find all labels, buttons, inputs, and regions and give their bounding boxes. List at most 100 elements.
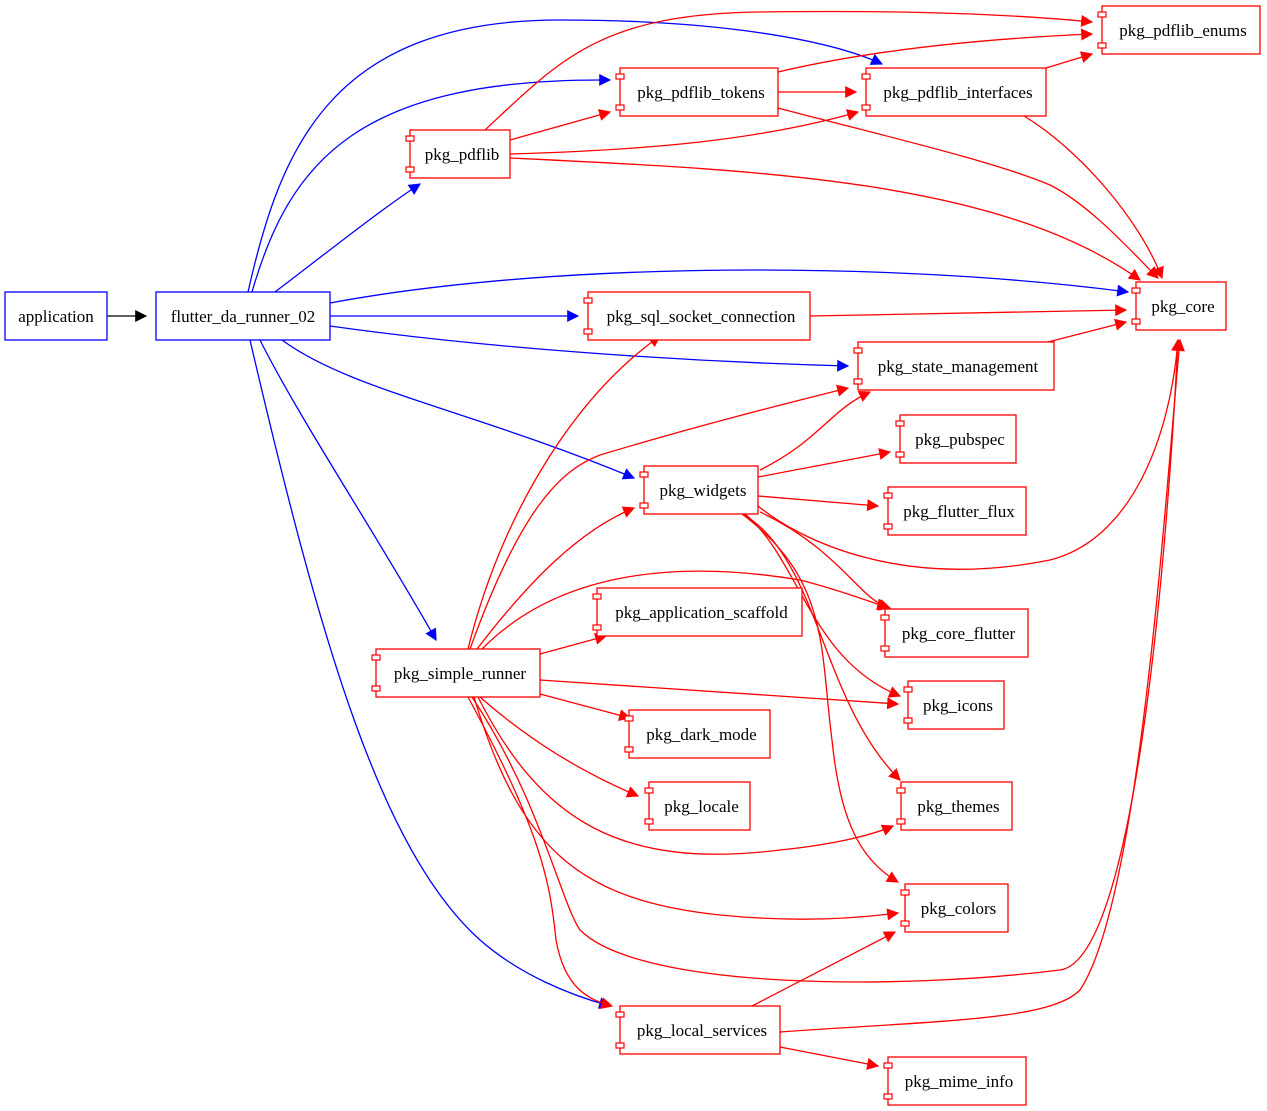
edge-flutter_da_runner_02-to-pkg_pdflib_tokens: [251, 73, 612, 293]
edge-pkg_simple_runner-to-pkg_state_management: [469, 384, 850, 650]
node-label: pkg_colors: [921, 899, 997, 918]
component-tab-icon: [880, 614, 890, 621]
component-tab-icon: [639, 502, 649, 509]
edge-pkg_pdflib_interfaces-to-pkg_pdflib_enums: [1045, 51, 1094, 69]
node-pkg_mime_info[interactable]: pkg_mime_info: [883, 1056, 1027, 1106]
component-tab-icon: [1131, 318, 1141, 325]
edge-pkg_simple_runner-to-pkg_colors: [473, 696, 900, 921]
component-tab-icon: [583, 328, 593, 335]
node-pkg_locale[interactable]: pkg_locale: [644, 781, 751, 831]
component-tab-icon: [896, 818, 906, 825]
edge-flutter_da_runner_02-to-pkg_widgets: [281, 339, 636, 480]
component-tab-icon: [883, 492, 893, 499]
node-label: pkg_locale: [664, 797, 739, 816]
component-tab-icon: [615, 104, 625, 111]
edge-pkg_pdflib-to-pkg_pdflib_tokens: [509, 109, 612, 141]
node-pkg_dark_mode[interactable]: pkg_dark_mode: [624, 709, 771, 759]
edge-pkg_simple_runner-to-pkg_sql_socket_connection: [467, 335, 661, 650]
edge-flutter_da_runner_02-to-pkg_pdflib_interfaces: [247, 19, 884, 293]
edge-pkg_widgets-to-pkg_core: [757, 338, 1184, 570]
node-label: pkg_mime_info: [905, 1072, 1014, 1091]
edge-pkg_pdflib-to-pkg_pdflib_enums: [484, 10, 1094, 131]
component-tab-icon: [592, 593, 602, 600]
edge-pkg_widgets-to-pkg_pubspec: [757, 448, 892, 478]
component-tab-icon: [903, 686, 913, 693]
component-tab-icon: [895, 451, 905, 458]
node-label: pkg_core_flutter: [902, 624, 1016, 643]
edge-pkg_pdflib_interfaces-to-pkg_core: [1023, 115, 1164, 280]
edge-pkg_widgets-to-pkg_colors: [741, 513, 900, 883]
node-pkg_flutter_flux[interactable]: pkg_flutter_flux: [883, 486, 1027, 536]
node-pkg_pdflib_interfaces[interactable]: pkg_pdflib_interfaces: [861, 67, 1047, 117]
component-tab-icon: [900, 889, 910, 896]
edge-pkg_pdflib_tokens-to-pkg_core: [777, 107, 1159, 279]
node-pkg_application_scaffold[interactable]: pkg_application_scaffold: [592, 587, 803, 637]
node-pkg_pdflib[interactable]: pkg_pdflib: [405, 129, 511, 179]
node-pkg_themes[interactable]: pkg_themes: [896, 781, 1013, 831]
node-pkg_simple_runner[interactable]: pkg_simple_runner: [371, 648, 541, 698]
component-tab-icon: [880, 645, 890, 652]
node-pkg_icons[interactable]: pkg_icons: [903, 680, 1005, 730]
node-pkg_widgets[interactable]: pkg_widgets: [639, 465, 759, 515]
node-pkg_state_management[interactable]: pkg_state_management: [853, 341, 1055, 391]
node-label: pkg_application_scaffold: [615, 603, 788, 622]
component-tab-icon: [371, 654, 381, 661]
node-pkg_local_services[interactable]: pkg_local_services: [615, 1005, 781, 1055]
node-pkg_pubspec[interactable]: pkg_pubspec: [895, 414, 1017, 464]
component-tab-icon: [853, 378, 863, 385]
edge-pkg_local_services-to-pkg_colors: [751, 931, 897, 1007]
component-tab-icon: [405, 135, 415, 142]
edge-pkg_simple_runner-to-pkg_widgets: [476, 506, 636, 650]
component-tab-icon: [883, 1062, 893, 1069]
component-tab-icon: [900, 920, 910, 927]
component-tab-icon: [896, 787, 906, 794]
node-label: pkg_icons: [923, 696, 993, 715]
edge-flutter_da_runner_02-to-pkg_core: [329, 269, 1130, 304]
edge-pkg_simple_runner-to-pkg_core: [471, 338, 1184, 983]
edge-flutter_da_runner_02-to-pkg_local_services: [249, 339, 612, 1009]
node-pkg_core[interactable]: pkg_core: [1131, 281, 1227, 331]
node-label: pkg_flutter_flux: [903, 502, 1015, 521]
component-tab-icon: [592, 624, 602, 631]
edge-pkg_simple_runner-to-pkg_locale: [479, 696, 640, 798]
node-pkg_pdflib_enums[interactable]: pkg_pdflib_enums: [1097, 5, 1261, 55]
nodes-layer: application flutter_da_runner_02 pkg_pdfli…: [4, 5, 1261, 1106]
node-label: pkg_sql_socket_connection: [607, 307, 796, 326]
component-tab-icon: [895, 420, 905, 427]
edge-pkg_simple_runner-to-pkg_icons: [539, 679, 900, 710]
node-application[interactable]: application: [4, 291, 108, 341]
edge-pkg_simple_runner-to-pkg_core_flutter: [481, 570, 892, 650]
component-tab-icon: [903, 717, 913, 724]
node-pkg_sql_socket_connection[interactable]: pkg_sql_socket_connection: [583, 291, 811, 341]
node-label: pkg_widgets: [660, 481, 747, 500]
component-tab-icon: [1131, 287, 1141, 294]
edge-pkg_simple_runner-to-pkg_dark_mode: [539, 693, 632, 722]
node-label: pkg_pdflib_interfaces: [883, 83, 1032, 102]
node-label: pkg_pdflib_enums: [1119, 21, 1247, 40]
component-tab-icon: [371, 685, 381, 692]
edge-pkg_local_services-to-pkg_core: [779, 338, 1185, 1033]
component-tab-icon: [853, 347, 863, 354]
node-label: pkg_local_services: [637, 1021, 767, 1040]
edge-pkg_simple_runner-to-pkg_application_scaffold: [539, 633, 608, 655]
node-label: pkg_state_management: [878, 357, 1039, 376]
component-tab-icon: [883, 523, 893, 530]
component-tab-icon: [639, 471, 649, 478]
edge-pkg_pdflib-to-pkg_core: [509, 157, 1141, 281]
component-tab-icon: [583, 297, 593, 304]
node-flutter_da_runner_02[interactable]: flutter_da_runner_02: [155, 291, 331, 341]
component-tab-icon: [861, 73, 871, 80]
node-label: application: [18, 307, 94, 326]
node-pkg_colors[interactable]: pkg_colors: [900, 883, 1009, 933]
node-label: pkg_pdflib_tokens: [637, 83, 765, 102]
edges-layer: [107, 10, 1185, 1070]
edge-flutter_da_runner_02-to-pkg_simple_runner: [259, 339, 437, 642]
node-label: flutter_da_runner_02: [171, 307, 315, 326]
component-tab-icon: [405, 166, 415, 173]
edge-pkg_pdflib_tokens-to-pkg_pdflib_enums: [777, 28, 1094, 73]
node-label: pkg_simple_runner: [394, 664, 527, 683]
node-pkg_pdflib_tokens[interactable]: pkg_pdflib_tokens: [615, 67, 779, 117]
component-tab-icon: [1097, 11, 1107, 18]
node-pkg_core_flutter[interactable]: pkg_core_flutter: [880, 608, 1029, 658]
component-tab-icon: [615, 73, 625, 80]
